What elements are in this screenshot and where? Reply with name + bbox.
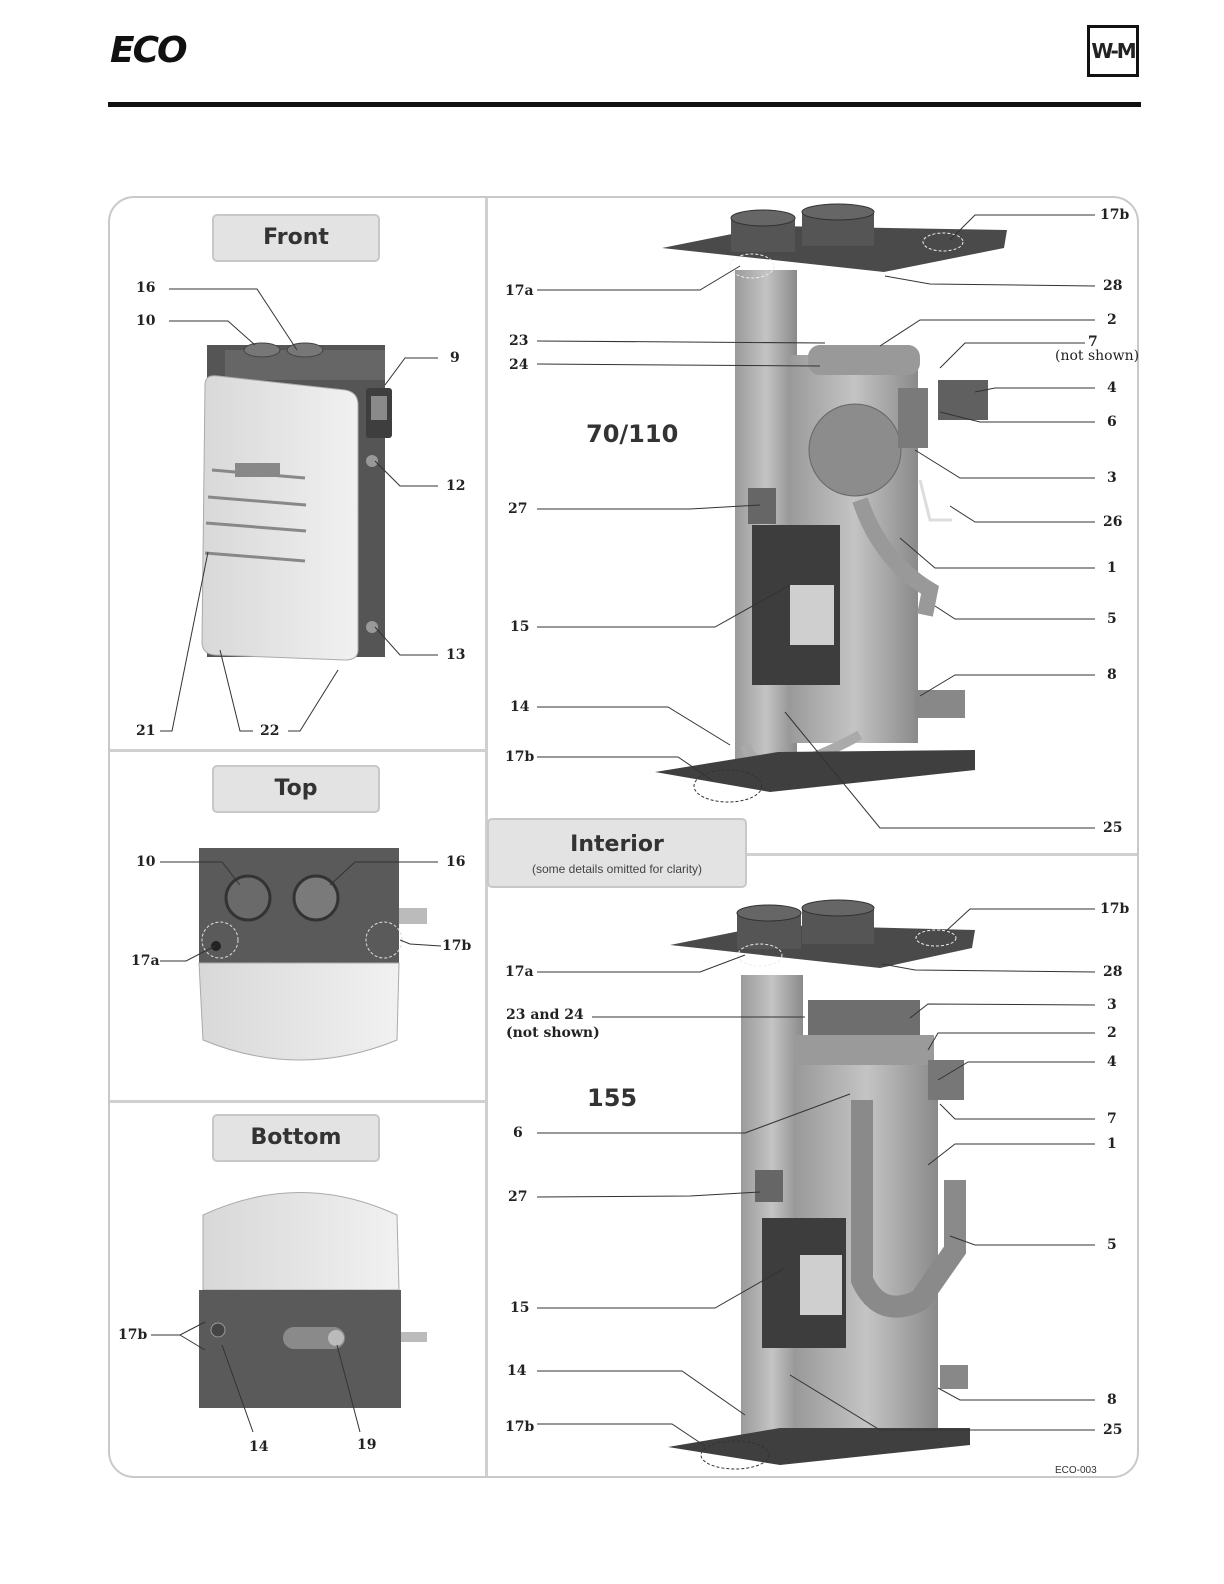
top-panel-tab: Top [212, 765, 380, 813]
m155-callout-14: 14 [507, 1363, 526, 1379]
m155-callout-2: 2 [1107, 1025, 1117, 1041]
bottom-callout-17b: 17b [118, 1327, 147, 1343]
interior-155-illustration [668, 900, 975, 1469]
m155-callout-17b: 17b [505, 1419, 534, 1435]
bottom-callout-19: 19 [357, 1437, 376, 1453]
m70-callout-27: 27 [508, 501, 527, 517]
m155-callout-28: 28 [1103, 964, 1122, 980]
m155-callout-7: 7 [1107, 1111, 1117, 1127]
m155-callout-1: 1 [1107, 1136, 1117, 1152]
front-callout-10: 10 [136, 313, 155, 329]
m70-callout-26: 26 [1103, 514, 1122, 530]
front-panel-title: Front [214, 216, 378, 260]
m70-callout-4: 4 [1107, 380, 1117, 396]
top-callout-17a: 17a [131, 953, 160, 969]
m155-callout-25: 25 [1103, 1422, 1122, 1438]
m70-callout-17b-top: 17b [1100, 207, 1129, 223]
m155-callout-4: 4 [1107, 1054, 1117, 1070]
m70-callout-25: 25 [1103, 820, 1122, 836]
top-panel-title: Top [214, 767, 378, 811]
m155-callout-17a: 17a [505, 964, 534, 980]
m70-callout-15: 15 [510, 619, 529, 635]
top-callout-17b: 17b [442, 938, 471, 954]
m70-callout-1: 1 [1107, 560, 1117, 576]
m70-callout-14: 14 [510, 699, 529, 715]
m70-callout-6: 6 [1107, 414, 1117, 430]
front-callout-12: 12 [446, 478, 465, 494]
top-callout-10: 10 [136, 854, 155, 870]
m155-callout-17b-top: 17b [1100, 901, 1129, 917]
front-callout-13: 13 [446, 647, 465, 663]
m155-callout-5: 5 [1107, 1237, 1117, 1253]
front-callout-21: 21 [136, 723, 155, 739]
front-callout-22: 22 [260, 723, 279, 739]
bottom-callout-14: 14 [249, 1439, 268, 1455]
m70-callout-24: 24 [509, 357, 528, 373]
m155-callout-8: 8 [1107, 1392, 1117, 1408]
m155-callout-6: 6 [513, 1125, 523, 1141]
front-callout-9: 9 [450, 350, 460, 366]
interior-panel-title: Interior [489, 820, 745, 856]
interior-panel-subtitle: (some details omitted for clarity) [489, 862, 745, 876]
bottom-panel-tab: Bottom [212, 1114, 380, 1162]
model-name-70-110: 70/110 [586, 420, 678, 448]
m70-callout-7-note: (not shown) [1055, 348, 1139, 364]
m155-callout-23-24: 23 and 24 [506, 1007, 584, 1023]
m70-callout-17b: 17b [505, 749, 534, 765]
model-name-155: 155 [587, 1084, 637, 1112]
top-callout-16: 16 [446, 854, 465, 870]
front-panel-tab: Front [212, 214, 380, 262]
interior-panel-tab: Interior (some details omitted for clari… [487, 818, 747, 888]
m70-callout-2: 2 [1107, 312, 1117, 328]
figure-code: ECO-003 [1055, 1465, 1097, 1476]
m155-callout-15: 15 [510, 1300, 529, 1316]
m155-callout-3: 3 [1107, 997, 1117, 1013]
front-callout-16: 16 [136, 280, 155, 296]
top-view-illustration [199, 848, 427, 1060]
m70-callout-17a: 17a [505, 283, 534, 299]
interior-70-110-illustration [655, 204, 1007, 802]
front-view-illustration [202, 343, 392, 660]
m155-callout-27: 27 [508, 1189, 527, 1205]
m70-callout-3: 3 [1107, 470, 1117, 486]
m70-callout-23: 23 [509, 333, 528, 349]
bottom-panel-title: Bottom [214, 1116, 378, 1160]
m70-callout-5: 5 [1107, 611, 1117, 627]
m155-callout-23-24-note: (not shown) [506, 1025, 600, 1041]
m70-callout-28: 28 [1103, 278, 1122, 294]
m70-callout-8: 8 [1107, 667, 1117, 683]
